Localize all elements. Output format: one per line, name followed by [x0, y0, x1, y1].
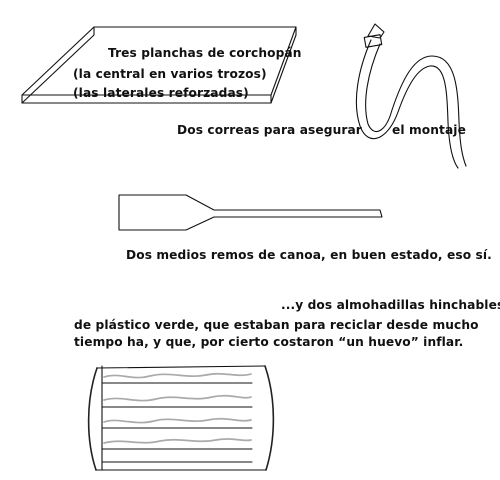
cork-sheet-label-line2: (la central en varios trozos) [73, 67, 267, 81]
paddle-label: Dos medios remos de canoa, en buen estad… [126, 248, 492, 262]
strap-drawing [355, 23, 467, 169]
cushion-drawing [87, 365, 275, 471]
cushion-label-line2: de plástico verde, que estaban para reci… [74, 318, 479, 332]
cushion-label-line3: tiempo ha, y que, por cierto costaron “u… [74, 335, 464, 349]
strap-label-part1: Dos correas para asegurar [177, 123, 362, 137]
cork-sheet-label-line3: (las laterales reforzadas) [73, 86, 249, 100]
cork-sheet-label-line1: Tres planchas de corchopán [108, 46, 302, 60]
cushion-label-line1: ...y dos almohadillas hinchables [281, 298, 500, 312]
strap-label-part2: el montaje [392, 123, 466, 137]
cork-sheet-drawing [21, 26, 297, 104]
paddle-drawing [118, 194, 383, 231]
